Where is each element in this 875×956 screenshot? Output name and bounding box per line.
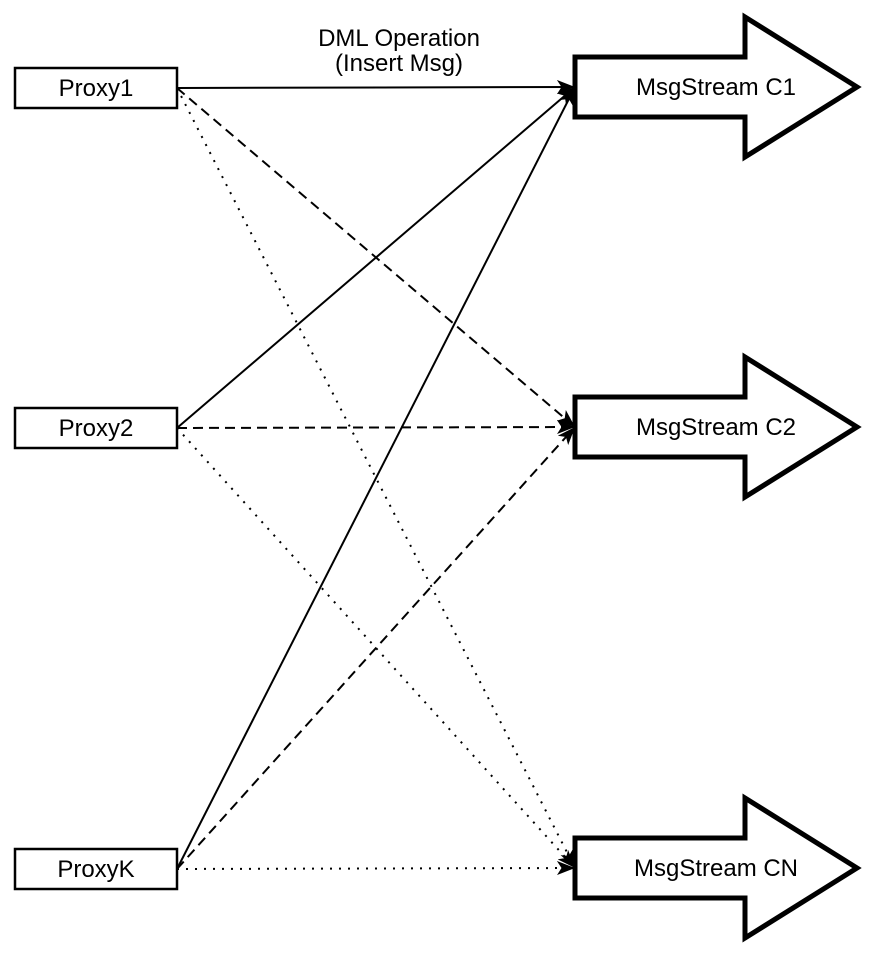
proxy2-label: Proxy2 — [59, 415, 134, 442]
dml-operation-edge-label: DML Operation (Insert Msg) — [318, 25, 480, 77]
msgstream-c2-label: MsgStream C2 — [636, 414, 796, 441]
proxy2-box — [13, 406, 179, 450]
dml-operation-label-line1: DML Operation — [318, 25, 480, 52]
proxyk-node: ProxyK — [13, 847, 179, 891]
edge-proxy1-cn-dotted — [176, 87, 576, 869]
msgstream-cn-label: MsgStream CN — [634, 855, 798, 882]
proxy1-node: Proxy1 — [13, 66, 179, 110]
edge-proxyk-c1-solid — [176, 86, 576, 870]
proxy1-label: Proxy1 — [59, 75, 134, 102]
msgstream-c2-node: MsgStream C2 — [572, 352, 862, 502]
connection-edges — [176, 80, 576, 876]
proxy2-node: Proxy2 — [13, 406, 179, 450]
proxyk-label: ProxyK — [57, 856, 134, 883]
proxy1-box — [13, 66, 179, 110]
edge-proxyk-c2-dashed — [176, 426, 576, 870]
dml-operation-label-line2: (Insert Msg) — [335, 50, 463, 77]
edge-proxy2-c2-dashed — [176, 420, 576, 435]
edge-proxy2-c1-solid — [176, 86, 576, 429]
msgstream-c1-label: MsgStream C1 — [636, 74, 796, 101]
msgstream-c1-node: MsgStream C1 — [572, 12, 862, 162]
msgstream-cn-arrow-shape — [572, 793, 862, 943]
edge-proxy1-c1-solid — [176, 80, 576, 95]
msgstream-c2-arrow-shape — [572, 352, 862, 502]
msgstream-cn-node: MsgStream CN — [572, 793, 862, 943]
proxyk-box — [13, 847, 179, 891]
edge-proxyk-cn-dotted — [176, 861, 576, 876]
msgstream-c1-arrow-shape — [572, 12, 862, 162]
